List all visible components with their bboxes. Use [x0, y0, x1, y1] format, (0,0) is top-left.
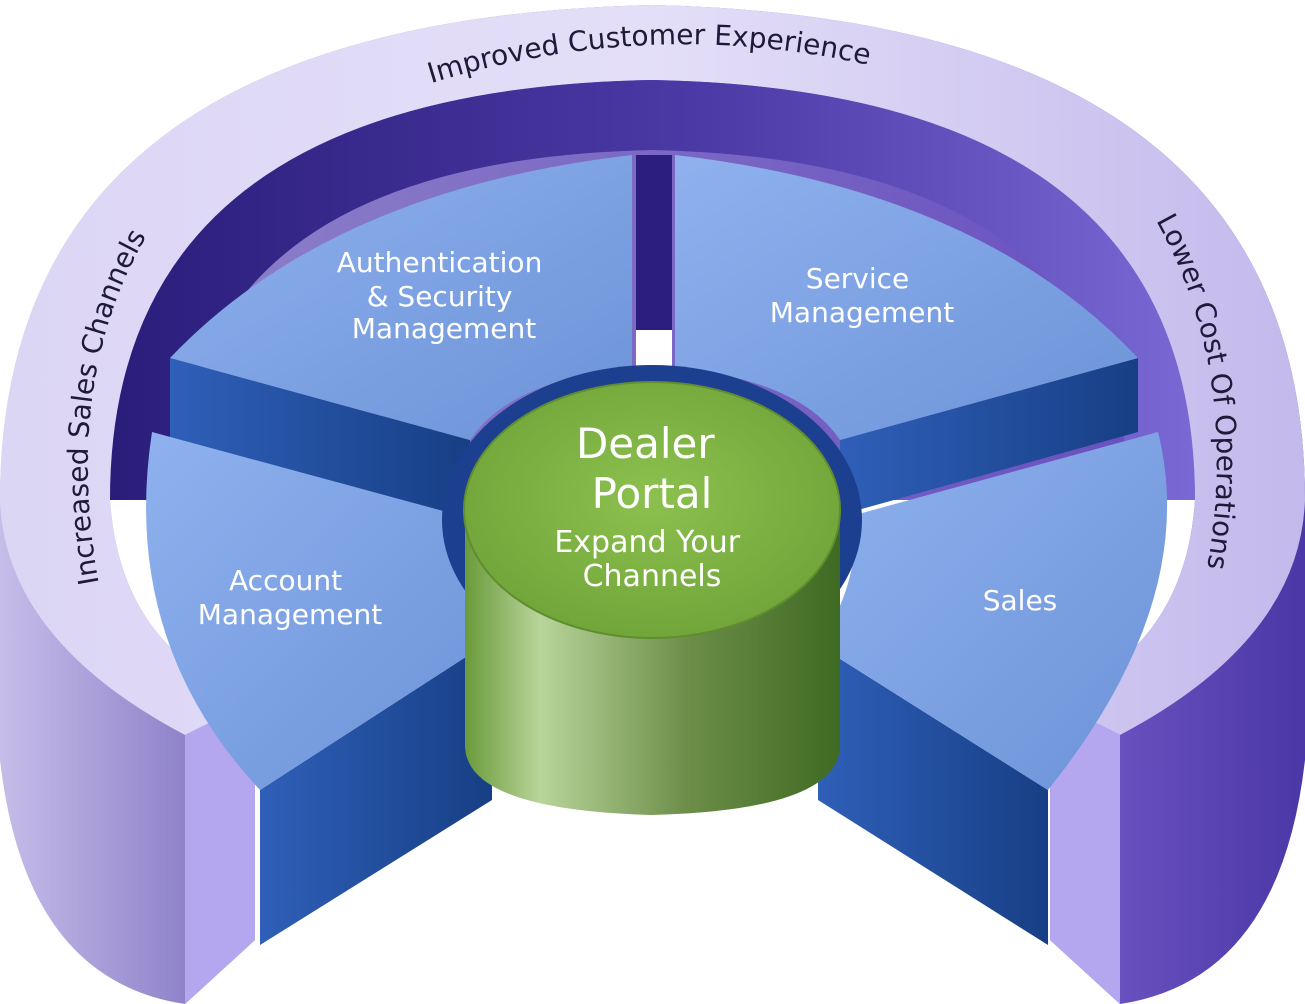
outer-ring-top-face — [0, 5, 1305, 735]
segment-sales-top — [818, 432, 1168, 790]
segment-service-top — [675, 155, 1138, 440]
segment-service-label: Service Management — [770, 262, 954, 329]
segment-service-side — [840, 358, 1138, 515]
segment-account: Account Management — [146, 432, 492, 945]
outer-ring-inner-wall — [110, 80, 1195, 500]
segment-authentication-label: Authentication & Security Management — [337, 246, 551, 345]
segment-gap — [636, 155, 672, 330]
ring-right-end-cap — [1050, 700, 1120, 1004]
segment-sales-side — [818, 645, 1048, 945]
segment-sales: Sales — [818, 432, 1168, 945]
segment-account-top — [146, 432, 492, 790]
segment-authentication-side — [170, 358, 470, 520]
segment-account-side — [260, 640, 492, 945]
ring-left-end-cap — [185, 700, 255, 1004]
hub-title: Dealer Portal — [576, 419, 728, 518]
segment-authentication: Authentication & Security Management — [170, 155, 632, 520]
segment-sales-label: Sales — [983, 584, 1058, 617]
hub-top — [463, 381, 841, 639]
hub-cylinder: Dealer Portal Expand Your Channels — [442, 365, 862, 815]
segment-account-label: Account Management — [198, 564, 382, 631]
hub-subtitle: Expand Your Channels — [554, 525, 749, 594]
segment-service: Service Management — [675, 155, 1138, 515]
segment-authentication-top — [170, 155, 632, 440]
